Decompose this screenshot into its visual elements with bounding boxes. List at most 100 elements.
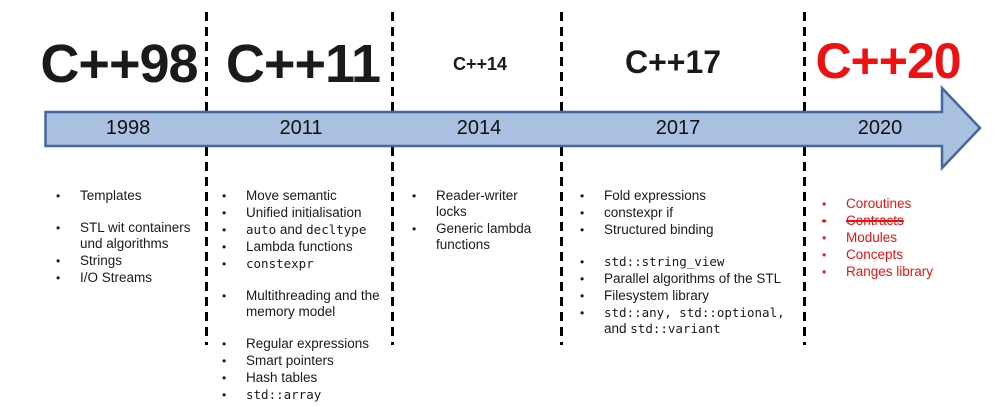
feature-item: • Lambda functions	[214, 239, 386, 255]
feature-text: Templates	[80, 188, 142, 203]
feature-text: std::array	[246, 387, 322, 402]
feature-item: • Regular expressions	[214, 336, 386, 352]
feature-item: • auto and decltype	[214, 222, 386, 238]
bullet-marker: •	[822, 265, 827, 279]
feature-item: •Unified initialisation	[214, 205, 386, 221]
title-cpp20: C++20	[815, 33, 961, 89]
feature-text: constexpr	[246, 256, 314, 271]
feature-text: std::string_view	[604, 254, 725, 269]
feature-text: constexpr if	[604, 205, 674, 220]
bullet-marker: •	[412, 222, 417, 236]
feature-text: Parallel algorithms of the STL	[604, 271, 782, 286]
title-cpp11: C++11	[225, 34, 381, 94]
feature-text: Regular expressions	[246, 336, 370, 351]
feature-item: • Concepts	[814, 247, 979, 263]
timeline-arrow	[44, 85, 982, 171]
bullet-marker: •	[222, 354, 227, 368]
bullet-marker: •	[56, 189, 61, 203]
feature-text: I/O Streams	[80, 270, 153, 285]
bullet-marker: •	[412, 189, 417, 203]
feature-item: • I/O Streams	[48, 270, 194, 286]
feature-text: Reader-writer locks	[436, 188, 518, 219]
feature-text: Ranges library	[846, 264, 934, 279]
bullet-marker: •	[222, 371, 227, 385]
bullet-marker: •	[822, 197, 827, 211]
bullet-marker: •	[580, 306, 585, 320]
feature-item: • std::string_view	[572, 254, 792, 270]
bullet-marker: •	[580, 189, 585, 203]
feature-item: • Multithreading and the memory model	[214, 288, 386, 320]
feature-item: • std::array	[214, 387, 386, 403]
separator-line	[391, 12, 394, 345]
feature-item: • Ranges library	[814, 264, 979, 280]
bullet-marker: •	[822, 214, 827, 228]
feature-text: Multithreading and the memory model	[246, 288, 380, 319]
feature-list-cpp17: •Fold expressions•constexpr if•Structure…	[572, 188, 792, 338]
feature-text: Contracts	[846, 213, 904, 228]
bullet-marker: •	[580, 255, 585, 269]
feature-item: • Filesystem library	[572, 288, 792, 304]
feature-item: • constexpr	[214, 256, 386, 272]
feature-text: Move semantic	[246, 188, 337, 203]
bullet-marker: •	[222, 289, 227, 303]
feature-item: • Coroutines	[814, 196, 979, 212]
separator-line	[803, 12, 806, 345]
feature-item: • Templates	[48, 188, 194, 204]
bullet-marker: •	[56, 254, 61, 268]
bullet-marker: •	[580, 223, 585, 237]
year-label-2020: 2020	[857, 117, 903, 139]
feature-item: •constexpr if	[572, 205, 792, 221]
feature-text: Lambda functions	[246, 239, 353, 254]
feature-text: Unified initialisation	[246, 205, 362, 220]
bullet-marker: •	[822, 248, 827, 262]
feature-item: • Contracts	[814, 213, 979, 229]
feature-item: • Hash tables	[214, 370, 386, 386]
feature-item: • std::any, std::optional, and std::varia…	[572, 305, 792, 337]
bullet-marker: •	[222, 337, 227, 351]
feature-list-cpp20: • Coroutines • Contracts • Modules • Concepts • R…	[814, 196, 979, 281]
feature-text: Generic lambda functions	[436, 221, 532, 252]
feature-item: • Move semantic	[214, 188, 386, 204]
feature-item: • Smart pointers	[214, 353, 386, 369]
feature-text: auto and decltype	[246, 222, 367, 237]
feature-text: std::any, std::optional, and std::varian…	[604, 305, 785, 336]
feature-text: Modules	[846, 230, 898, 245]
bullet-marker: •	[56, 271, 61, 285]
feature-item: • Generic lambda functions	[404, 221, 544, 253]
year-label-2017: 2017	[655, 117, 701, 139]
bullet-marker: •	[222, 223, 227, 237]
feature-list-cpp14: • Reader-writer locks • Generic lambda func…	[404, 188, 544, 254]
bullet-marker: •	[222, 257, 227, 271]
feature-text: Coroutines	[846, 196, 912, 211]
feature-text: Concepts	[846, 247, 904, 262]
title-cpp98: C++98	[40, 34, 198, 94]
bullet-marker: •	[222, 189, 227, 203]
separator-line	[560, 12, 563, 345]
feature-item: •Structured binding	[572, 222, 792, 238]
bullet-marker: •	[580, 289, 585, 303]
title-cpp17: C++17	[624, 44, 722, 80]
feature-text: STL wit containers und algorithms	[80, 220, 191, 251]
feature-list-cpp98: • Templates • STL wit containers und algori…	[48, 188, 194, 287]
feature-text: Strings	[80, 253, 123, 268]
bullet-marker: •	[222, 240, 227, 254]
bullet-marker: •	[580, 272, 585, 286]
feature-item: • Modules	[814, 230, 979, 246]
bullet-marker: •	[822, 231, 827, 245]
feature-item: • Strings	[48, 253, 194, 269]
feature-text: Smart pointers	[246, 353, 334, 368]
title-cpp14: C++14	[452, 54, 508, 74]
feature-text: Filesystem library	[604, 288, 710, 303]
bullet-marker: •	[56, 221, 61, 235]
feature-text: Fold expressions	[604, 188, 707, 203]
bullet-marker: •	[222, 388, 227, 402]
feature-list-cpp11: •Move semantic•Unified initialisation•au…	[214, 188, 386, 404]
year-label-1998: 1998	[105, 117, 151, 139]
feature-item: • STL wit containers und algorithms	[48, 220, 194, 252]
feature-item: • Parallel algorithms of the STL	[572, 271, 792, 287]
feature-item: • Reader-writer locks	[404, 188, 544, 220]
year-label-2014: 2014	[456, 117, 502, 139]
feature-text: Hash tables	[246, 370, 318, 385]
separator-line	[205, 12, 208, 345]
